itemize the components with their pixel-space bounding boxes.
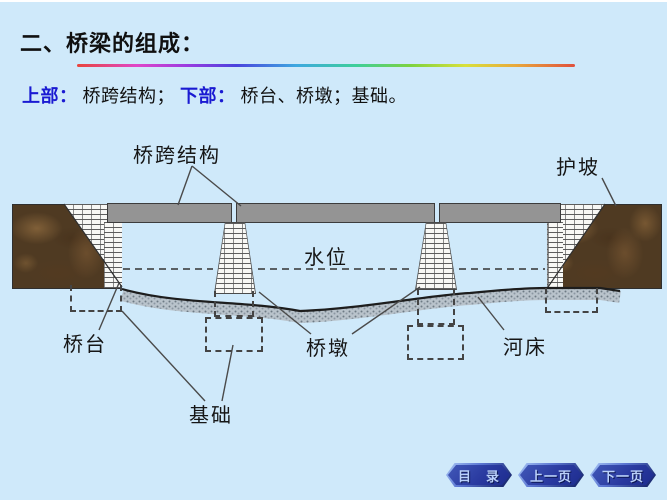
leader-foundation-2: [221, 344, 234, 402]
label-superstructure: 桥跨结构: [133, 145, 221, 167]
label-riverbed: 河床: [503, 337, 547, 359]
next-page-button[interactable]: 下一页: [590, 463, 656, 487]
rainbow-divider: [77, 64, 575, 67]
next-page-button-label: 下一页: [601, 468, 644, 484]
foundation-left-abutment: [70, 285, 122, 312]
foundation-pier2-footing: [407, 325, 464, 360]
top-edge-strip: [0, 0, 667, 2]
prev-page-button[interactable]: 上一页: [518, 463, 584, 487]
label-abutment: 桥台: [63, 334, 107, 356]
slide-title: 二、桥梁的组成：: [20, 31, 205, 56]
leader-superstructure-1: [177, 165, 193, 206]
lower-part-label: 下部：: [180, 86, 236, 106]
foundation-right-abutment: [545, 288, 598, 313]
label-pier: 桥墩: [306, 338, 350, 360]
leader-pier-1: [258, 291, 312, 335]
upper-part-label: 上部：: [22, 86, 78, 106]
foundation-pier1-stem: [214, 291, 254, 317]
leader-slope-protection: [601, 177, 617, 207]
slide-subtitle: 上部： 桥跨结构； 下部： 桥台、桥墩；基础。: [22, 82, 407, 108]
deck-span-1: [107, 203, 232, 223]
foundation-pier1-footing: [205, 317, 263, 352]
pier-1: [214, 222, 256, 294]
lower-part-text: 桥台、桥墩；基础。: [240, 86, 407, 106]
prev-page-button-label: 上一页: [529, 468, 572, 484]
nav-buttons: 目 录 上一页 下一页: [446, 463, 656, 487]
deck-span-3: [439, 203, 561, 223]
foundation-pier2-stem: [417, 289, 455, 325]
contents-button-label: 目 录: [457, 468, 500, 484]
pier-2-masonry: [416, 223, 456, 289]
pier-1-masonry: [215, 223, 255, 293]
prev-page-button-face: 上一页: [520, 465, 582, 485]
right-abutment-stem: [548, 222, 563, 288]
label-slope-protection: 护坡: [556, 157, 600, 179]
label-foundation: 基础: [189, 405, 233, 427]
deck-span-2: [236, 203, 435, 223]
contents-button-face: 目 录: [448, 465, 510, 485]
pier-2: [415, 222, 457, 290]
label-water-level: 水位: [304, 247, 348, 269]
leader-superstructure-2: [191, 165, 242, 207]
contents-button[interactable]: 目 录: [446, 463, 512, 487]
leader-riverbed: [477, 296, 505, 331]
next-page-button-face: 下一页: [592, 465, 654, 485]
leader-foundation-1: [121, 310, 206, 402]
upper-part-text: 桥跨结构；: [82, 86, 175, 106]
left-abutment-stem: [104, 222, 122, 288]
